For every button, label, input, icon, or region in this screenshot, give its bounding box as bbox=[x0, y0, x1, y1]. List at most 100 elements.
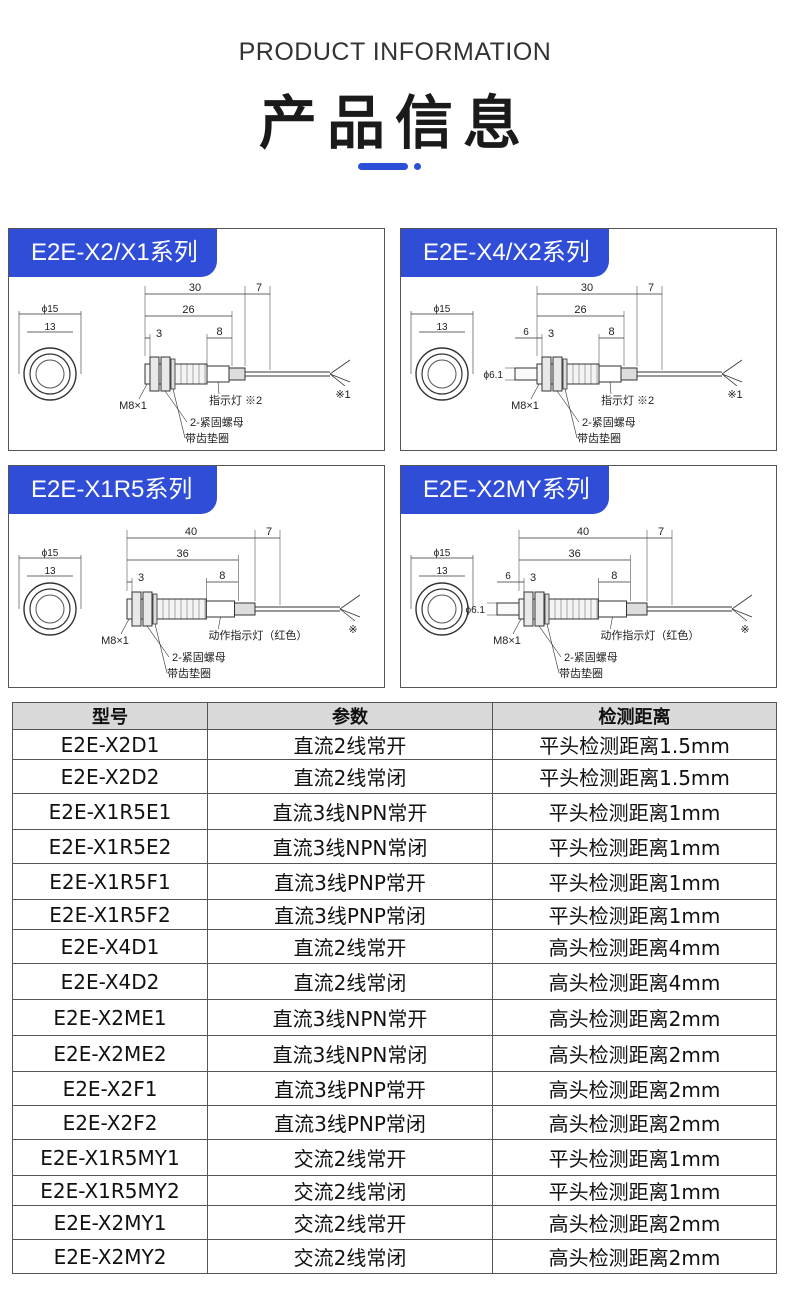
thread-length-label: 3 bbox=[548, 328, 554, 340]
wire bbox=[721, 373, 738, 387]
diameter-label: ϕ15 bbox=[434, 304, 451, 315]
led-length-label: 8 bbox=[611, 570, 617, 582]
accent-dot bbox=[414, 163, 421, 170]
note-label: ※ bbox=[348, 624, 357, 636]
model-cell: E2E-X2MY2 bbox=[12, 1239, 208, 1274]
model-cell: E2E-X4D1 bbox=[12, 929, 208, 964]
model-cell: E2E-X1R5E2 bbox=[12, 829, 208, 864]
wire bbox=[731, 594, 753, 610]
model-cell: E2E-X1R5MY2 bbox=[12, 1175, 208, 1206]
hex-label: 13 bbox=[44, 566, 56, 577]
leader-line bbox=[538, 625, 562, 658]
front-view-inner bbox=[421, 353, 463, 395]
leader-line bbox=[610, 616, 613, 630]
wire bbox=[339, 608, 361, 618]
cable-length-label: 7 bbox=[648, 282, 654, 294]
head-length-label: 6 bbox=[505, 571, 511, 582]
leader-line bbox=[556, 390, 580, 423]
body-length-label: 26 bbox=[182, 304, 194, 316]
model-cell: E2E-X2F2 bbox=[12, 1105, 208, 1140]
nut-label: 2-紧固螺母 bbox=[564, 651, 618, 664]
sensor-head bbox=[514, 367, 538, 381]
front-view-inner bbox=[421, 588, 463, 630]
panel-title: E2E-X2/X1系列 bbox=[9, 229, 217, 277]
leader-line bbox=[609, 381, 612, 395]
distance-cell: 平头检测距离1mm bbox=[492, 1175, 777, 1206]
leader-line bbox=[146, 625, 170, 658]
sensor-face-icon bbox=[427, 359, 457, 389]
led-housing bbox=[205, 600, 236, 618]
overall-length-label: 30 bbox=[189, 282, 201, 294]
model-cell: E2E-X1R5E1 bbox=[12, 793, 208, 830]
model-cell: E2E-X1R5F2 bbox=[12, 899, 208, 930]
overall-length-label: 30 bbox=[581, 282, 593, 294]
body-length-label: 36 bbox=[569, 548, 581, 560]
wire bbox=[731, 608, 748, 622]
leader-line bbox=[172, 388, 186, 439]
params-cell: 直流3线PNP常开 bbox=[207, 863, 493, 900]
model-cell: E2E-X2MY1 bbox=[12, 1205, 208, 1240]
distance-cell: 高头检测距离2mm bbox=[492, 999, 777, 1036]
params-cell: 直流2线常开 bbox=[207, 929, 493, 964]
sensor-diameter-label: ϕ6.1 bbox=[465, 605, 485, 616]
thread-length-label: 3 bbox=[156, 328, 162, 340]
cable-length-label: 7 bbox=[256, 282, 262, 294]
model-cell: E2E-X4D2 bbox=[12, 963, 208, 1000]
distance-cell: 高头检测距离2mm bbox=[492, 1035, 777, 1072]
cable-boot bbox=[620, 367, 638, 381]
thread-size-label: M8×1 bbox=[511, 400, 539, 412]
nut-1 bbox=[131, 591, 142, 627]
distance-cell: 平头检测距离1mm bbox=[492, 829, 777, 864]
params-cell: 直流3线NPN常开 bbox=[207, 793, 493, 830]
params-cell: 直流3线PNP常闭 bbox=[207, 1105, 493, 1140]
front-view-outer bbox=[415, 582, 469, 636]
cable-length-label: 7 bbox=[658, 526, 664, 538]
sensor-diameter-label: ϕ6.1 bbox=[483, 370, 503, 381]
model-cell: E2E-X1R5MY1 bbox=[12, 1139, 208, 1176]
front-view-outer bbox=[23, 347, 77, 401]
leader-line bbox=[564, 388, 578, 439]
note-label: ※ bbox=[740, 624, 749, 636]
leader-line bbox=[218, 616, 221, 630]
thread-length-label: 3 bbox=[138, 572, 144, 584]
front-view-inner bbox=[29, 353, 71, 395]
params-cell: 交流2线常开 bbox=[207, 1139, 493, 1176]
wire bbox=[339, 608, 356, 622]
washer bbox=[544, 593, 550, 625]
front-view-outer bbox=[415, 347, 469, 401]
led-housing bbox=[598, 365, 622, 383]
distance-cell: 平头检测距离1mm bbox=[492, 899, 777, 930]
wire bbox=[721, 359, 743, 375]
nut-2 bbox=[552, 356, 563, 392]
leader-line bbox=[164, 390, 188, 423]
sensor-head bbox=[496, 602, 520, 616]
params-cell: 直流3线NPN常闭 bbox=[207, 829, 493, 864]
panel-title: E2E-X1R5系列 bbox=[9, 466, 217, 514]
leader-line bbox=[120, 618, 130, 635]
indicator-label: 指示灯 ※2 bbox=[209, 393, 262, 407]
distance-cell: 高头检测距离2mm bbox=[492, 1239, 777, 1274]
washer-label: 带齿垫圈 bbox=[185, 431, 229, 445]
distance-cell: 平头检测距离1mm bbox=[492, 1139, 777, 1176]
washer bbox=[152, 593, 158, 625]
params-cell: 交流2线常闭 bbox=[207, 1175, 493, 1206]
table-header-row: 型号 参数 检测距离 bbox=[12, 702, 777, 730]
distance-cell: 高头检测距离2mm bbox=[492, 1105, 777, 1140]
model-cell: E2E-X2D1 bbox=[12, 729, 208, 760]
model-cell: E2E-X2ME1 bbox=[12, 999, 208, 1036]
body-length-label: 36 bbox=[177, 548, 189, 560]
led-length-label: 8 bbox=[608, 326, 614, 338]
indicator-label: 动作指示灯（红色） bbox=[208, 628, 307, 642]
washer-label: 带齿垫圈 bbox=[167, 666, 211, 680]
